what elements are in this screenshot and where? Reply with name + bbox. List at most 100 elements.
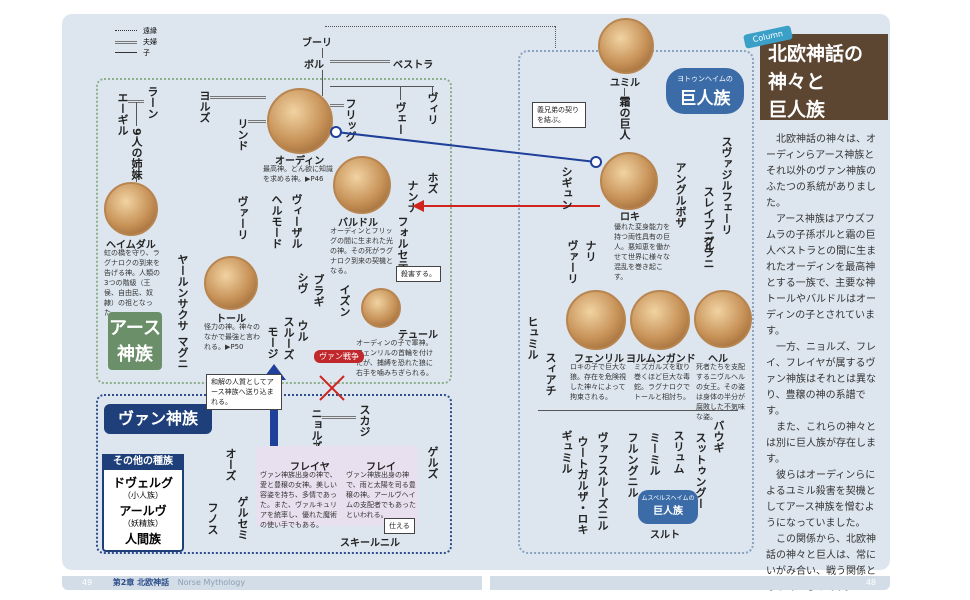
gerd-name: ゲルズ <box>426 446 439 479</box>
column-title-line-1: 北欧神話の <box>768 43 864 65</box>
gersemi-name: ゲルセミ <box>236 496 249 540</box>
thor-portrait <box>204 256 258 310</box>
kill-note: 殺害する。 <box>396 266 441 282</box>
baldr-portrait <box>333 156 391 214</box>
frost-giants: 霜の巨人 <box>618 96 631 140</box>
tyr-desc: オーディンの子で軍神。フェンリルの首輪を付けたが、捕縛を恐れた狼に右手を噛みちぎ… <box>356 339 433 377</box>
elves: アールヴ <box>119 504 167 518</box>
rind-name: リンド <box>236 118 249 151</box>
column-title-line-3: 巨人族 <box>768 99 826 121</box>
fornjot-name: フルングニル <box>626 432 639 498</box>
tyr-name: テュール <box>398 330 438 341</box>
gymir-name: ギュミル <box>560 430 573 474</box>
hostage-note: 和解の人質としてアース神族へ送り込まれる。 <box>206 374 282 410</box>
dwarves: ドヴェルグ <box>112 476 173 490</box>
loki-desc: 優れた変身能力を持つ両性具有の巨人。悪知恵を働かせて世界に様々な混乱を巻き起こす… <box>614 223 670 281</box>
odin-name: オーディン <box>275 156 325 167</box>
muspell-label-small: ムスペルスヘイムの <box>641 495 695 502</box>
page-number-left: 49 <box>82 578 93 587</box>
giants-label-small: ヨトゥンヘイムの <box>677 75 733 83</box>
fenrir-name: フェンリル <box>574 354 624 365</box>
magni-name: マグニ <box>176 336 189 369</box>
jormungandr-desc: ミズガルズを取り巻くほど巨大な毒蛇。ラグナロクでトールと相討ち。 <box>634 363 690 401</box>
hel-portrait <box>694 290 752 348</box>
ran-name: ラーン <box>146 86 159 119</box>
aegir-name: エーギル <box>116 92 129 136</box>
ymir-portrait <box>598 18 654 74</box>
bragi-name: ブラギ <box>312 274 325 307</box>
baldr-name: バルドル <box>338 218 378 229</box>
buri-name: ブーリ <box>302 38 332 49</box>
freyr-name: フレイ <box>366 462 396 473</box>
vali2-name: ヴァーリ <box>566 240 579 284</box>
njord-name: ニョルズ <box>310 408 323 452</box>
narfi-name: ナリ <box>584 240 597 262</box>
suttungr-name: スットゥングー <box>694 432 707 509</box>
jormungandr-portrait <box>630 290 690 350</box>
footer-left: 49 第2章 北欧神話 Norse Mythology <box>62 576 482 590</box>
ullr-name: ウル <box>296 320 309 342</box>
fenrir-desc: ロキの子で巨大な狼。存在を危険視した神々によって拘束される。 <box>570 363 626 401</box>
heimdall-name: ヘイムダル <box>106 240 156 251</box>
legend-spouse: 夫婦 <box>143 38 157 46</box>
muspell-label-main: 巨人族 <box>653 506 683 517</box>
vidar-name: ヴィーザル <box>290 194 303 249</box>
column-paragraph: アース神族はアウズフムラの子孫ボルと霜の巨人ベストラとの間に生まれたオーディンを… <box>766 214 877 337</box>
thrym-name: スリュム <box>672 430 685 474</box>
giants-label: ヨトゥンヘイムの 巨人族 <box>666 68 744 114</box>
page-number-right: 48 <box>865 578 876 587</box>
vanir-label: ヴァン神族 <box>104 404 212 434</box>
hymir-name: ヒュミル <box>526 316 539 360</box>
column-body: 北欧神話の神々は、オーディンらアース神族とそれ以外のヴァン神族のふたつの系統があ… <box>766 132 881 596</box>
thor-name: トール <box>216 314 246 325</box>
odin-desc: 最高神。どん欲に知識を求める神。▶P46 <box>263 165 333 183</box>
freyja-desc: ヴァン神族出身の神で、愛と豊穣の女神。美しい容姿を持ち、多情であった。また、ヴァ… <box>260 471 337 529</box>
column-paragraph: 北欧神話の神々は、オーディンらアース神族とそれ以外のヴァン神族のふたつの系統があ… <box>766 134 876 209</box>
heimdall-portrait <box>104 182 158 236</box>
baldr-desc: オーディンとフリッグの間に生まれた光の神。その死がラグナロク到来の契機となる。 <box>330 227 393 275</box>
glani-name: グラニ <box>702 236 715 269</box>
utgarda-name: ウートガルザ・ロキ <box>576 436 589 535</box>
sleipnir-name: スレイプニル <box>702 186 715 252</box>
chapter-label: 第2章 北欧神話 <box>112 578 170 587</box>
freyja-name: フレイヤ <box>290 462 330 473</box>
jord-name: ヨルズ <box>198 90 211 123</box>
column-title: 北欧神話の 神々と 巨人族 <box>760 34 888 121</box>
idun-name: イズン <box>338 284 351 317</box>
modi-name: モージ <box>266 326 279 359</box>
skadi-name: スカジ <box>358 404 371 437</box>
chapter-en: Norse Mythology <box>177 578 246 587</box>
tyr-portrait <box>361 288 401 328</box>
column-paragraph: 一方、ニョルズ、フレイ、フレイヤが属するヴァン神族はそれとは異なり、豊穣の神の系… <box>766 342 876 417</box>
legend-child: 子 <box>143 49 150 57</box>
freyr-desc: ヴァン神族出身の神で、雨と太陽を司る豊穣の神。アールヴヘイムの支配者でもあったと… <box>346 471 416 519</box>
hel-name: ヘル <box>708 354 728 365</box>
serve-note: 仕える <box>384 518 415 534</box>
column-title-line-2: 神々と <box>768 71 826 93</box>
freyja-freyr-box <box>256 446 418 526</box>
mimir-name: ミーミル <box>648 432 661 476</box>
odin-portrait <box>267 88 333 154</box>
sif-name: シヴ <box>296 272 309 294</box>
skirnir-name: スキールニル <box>340 538 400 549</box>
jarnsaxa-name: ヤールンサクサ <box>176 254 189 331</box>
ymir-name: ユミル <box>610 78 640 89</box>
hnoss-name: フノス <box>206 502 219 535</box>
legend-blood: 遠縁 <box>143 27 157 35</box>
thjazi-name: スィアチ <box>544 352 557 396</box>
thrudr-name: スルーズ <box>282 316 295 360</box>
nine-sisters: 9人の姉妹 <box>130 128 143 180</box>
hermod-name: ヘルモード <box>270 194 283 249</box>
vafthrudnir-name: ヴァフスルーズニル <box>596 432 609 531</box>
giants-label-main: 巨人族 <box>679 89 731 109</box>
jormungandr-name: ヨルムンガンド <box>626 354 696 365</box>
humans: 人間族 <box>124 532 161 546</box>
column-paragraph: また、これらの神々とは別に巨人族が存在します。 <box>766 422 876 465</box>
dwarves-sub: （小人族） <box>123 491 163 500</box>
fenrir-portrait <box>566 290 626 350</box>
vali-name: ヴァーリ <box>236 196 249 240</box>
angrboda-name: アングルボザ <box>674 162 687 228</box>
muspell-label: ムスペルスヘイムの 巨人族 <box>638 490 698 524</box>
hod-name: ホズ <box>426 172 439 194</box>
sigyn-name: シギュン <box>560 166 573 210</box>
